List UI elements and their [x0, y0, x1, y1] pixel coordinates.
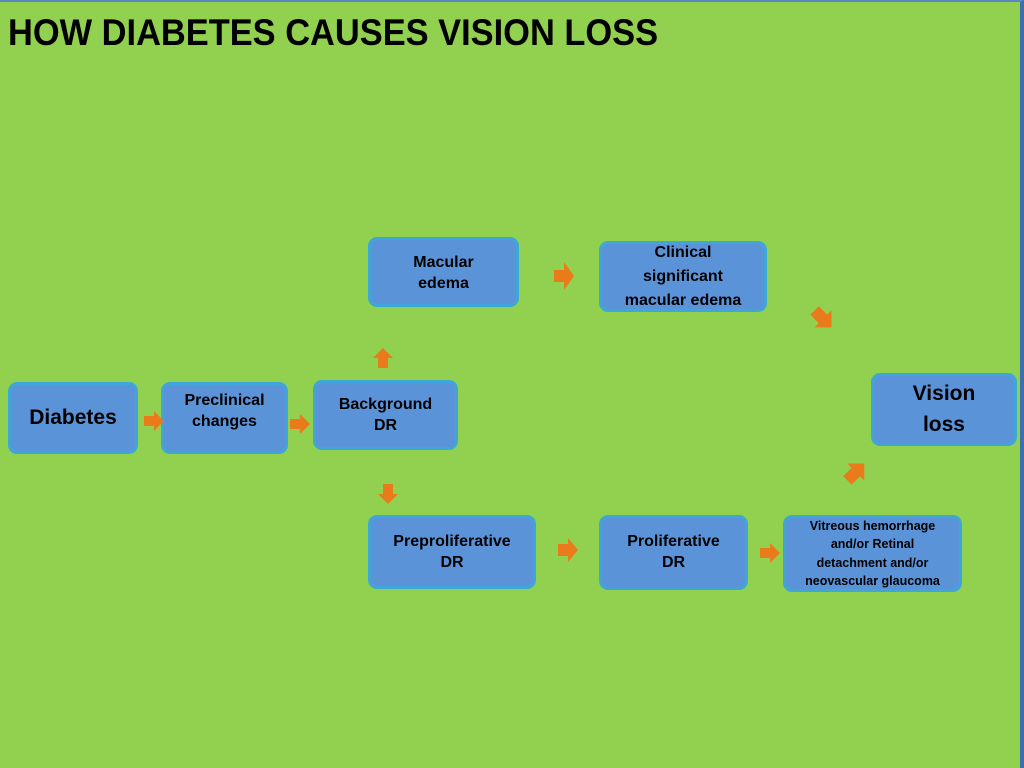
node-macular-edema: Macular edema — [368, 237, 519, 307]
arrow-background-to-preproliferative — [378, 484, 398, 504]
node-vision-loss: Vision loss — [871, 373, 1017, 446]
arrow-preproliferative-to-proliferative — [558, 538, 578, 562]
node-proliferative-dr: Proliferative DR — [599, 515, 748, 590]
arrow-macular-to-csme — [554, 262, 574, 290]
arrow-background-to-macular — [373, 348, 393, 368]
node-preclinical-changes: Preclinical changes — [161, 382, 288, 454]
arrow-vitreous-to-vision — [839, 458, 867, 486]
arrow-preclinical-to-background — [290, 414, 310, 434]
page-title: HOW DIABETES CAUSES VISION LOSS — [8, 12, 659, 53]
node-vitreous-hemorrhage: Vitreous hemorrhage and/or Retinal detac… — [783, 515, 962, 592]
node-clinical-significant-macular-edema: Clinical significant macular edema — [599, 241, 767, 312]
arrow-proliferative-to-vitreous — [760, 543, 780, 563]
arrow-diabetes-to-preclinical — [144, 411, 164, 431]
node-preproliferative-dr: Preproliferative DR — [368, 515, 536, 589]
node-diabetes: Diabetes — [8, 382, 138, 454]
arrow-csme-to-vision — [809, 302, 837, 330]
node-background-dr: Background DR — [313, 380, 458, 450]
